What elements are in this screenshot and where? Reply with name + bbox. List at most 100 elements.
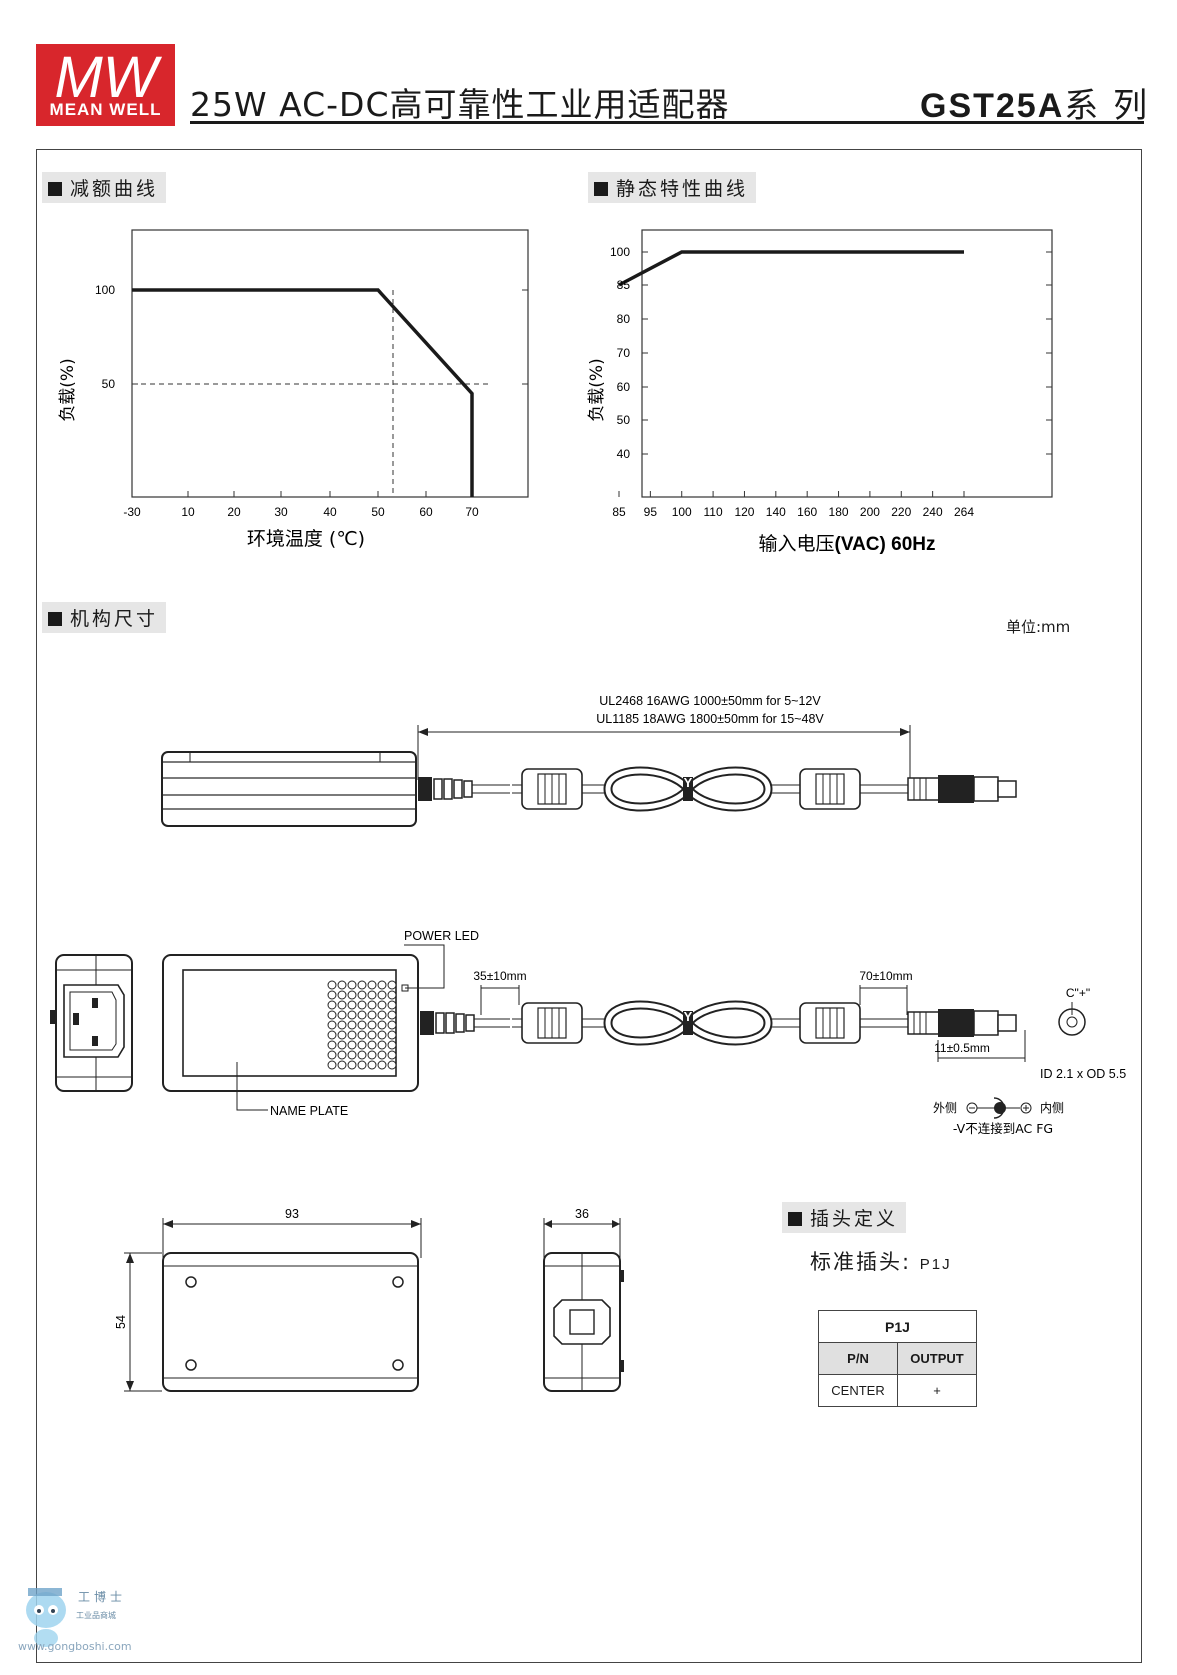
vent-hole [367,1000,377,1010]
standard-plug-label: 标准插头: [810,1250,912,1274]
vent-hole [377,1010,387,1020]
static-xtick-label-6: 160 [797,505,817,519]
dim-11-label: 11±0.5mm [934,1041,990,1055]
ac-inlet-view [50,954,133,1092]
vent-hole [357,990,367,1000]
vent-hole [357,1050,367,1060]
watermark-name: 工博士 [78,1590,127,1604]
vent-hole [327,1000,337,1010]
inner-label: 内侧 [1040,1101,1064,1115]
brand-name: MEAN WELL [49,100,162,119]
vent-hole [387,1060,397,1070]
static-ylabel: 负载(%) [587,358,607,421]
static-plot-area [641,229,1053,498]
static-ytick-label-4: 60 [617,380,631,394]
vent-hole [367,1010,377,1020]
static-xtick-label-0: 85 [612,505,626,519]
vent-holes [327,980,397,1070]
adapter-bottom-view: 93 54 [114,1207,422,1392]
vent-hole [367,1060,377,1070]
vent-hole [327,1060,337,1070]
svg-text:Y: Y [684,1009,693,1024]
square-bullet-icon [48,182,62,196]
vent-hole [387,1050,397,1060]
plug-cell-output: + [897,1374,977,1407]
vent-hole [377,1020,387,1030]
derating-ytick-100: 100 [95,283,115,297]
static-xtick-label-4: 120 [734,505,754,519]
derating-xtick-label-6: 60 [419,505,433,519]
vent-hole [387,1040,397,1050]
mean-well-logo: MW MEAN WELL [36,44,175,126]
vent-hole [357,1060,367,1070]
derating-ytick-50: 50 [102,377,116,391]
title-rule [190,121,1144,124]
vent-hole [387,980,397,990]
vent-hole [347,1020,357,1030]
static-xtick-label-2: 100 [672,505,692,519]
vent-hole [387,990,397,1000]
static-xtick-label-10: 240 [923,505,943,519]
adapter-side-view: 36 [543,1207,624,1392]
static-ticks [618,251,1052,497]
vent-hole [377,1040,387,1050]
derating-xtick-label-4: 40 [323,505,337,519]
vent-hole [387,1010,397,1020]
plug-table-title: P1J [818,1310,977,1343]
static-xtick-label-3: 110 [704,505,723,519]
vent-hole [327,990,337,1000]
vent-hole [337,1000,347,1010]
outer-label: 外侧 [933,1101,957,1115]
vent-hole [377,1050,387,1060]
dim-35-label: 35±10mm [473,969,526,983]
static-xtick-label-7: 180 [829,505,849,519]
square-bullet-icon [48,612,62,626]
vent-hole [387,1020,397,1030]
derating-xtick-label-3: 30 [274,505,288,519]
static-xtick-label-9: 220 [891,505,911,519]
mw-logo-mark: MW [54,45,162,104]
static-ytick-label-0: 100 [610,245,630,259]
vent-hole [347,990,357,1000]
derating-curve [132,288,474,497]
plus-icon [1020,1102,1032,1114]
vent-hole [327,1020,337,1030]
vent-hole [377,980,387,990]
vent-hole [377,1000,387,1010]
vent-hole [367,1030,377,1040]
vent-hole [357,1030,367,1040]
svg-text:MW: MW [54,45,162,104]
vent-hole [337,1040,347,1050]
plug-col-pn: P/N [818,1342,898,1375]
page-title: 25W AC-DC高可靠性工业用适配器 [190,85,730,124]
vent-hole [347,1050,357,1060]
dim-54-label: 54 [114,1315,128,1329]
vent-hole [367,1020,377,1030]
plug-col-output: OUTPUT [897,1342,977,1375]
plug-table: P1J P/N OUTPUT CENTER + [818,1310,977,1407]
dim-70-label: 70±10mm [859,969,912,983]
static-ytick-label-3: 70 [617,346,631,360]
watermark-sub: 工业品商城 [76,1611,116,1620]
vent-hole [347,1000,357,1010]
standard-plug-line: 标准插头: P1J [810,1246,952,1276]
power-led-label: POWER LED [404,929,479,943]
static-xtick-label-11: 264 [954,505,974,519]
derating-xtick-label-2: 20 [227,505,241,519]
static-xlabel: 输入电压(VAC) 60Hz [758,533,935,555]
vent-hole [377,1030,387,1040]
vent-hole [337,980,347,990]
section-plug: 插头定义 [782,1202,907,1233]
content-frame [36,149,1142,1663]
square-bullet-icon [788,1212,802,1226]
vent-hole [337,990,347,1000]
vent-hole [347,1040,357,1050]
derating-xtick-label-0: -30 [123,505,141,519]
static-xtick-label-8: 200 [860,505,880,519]
